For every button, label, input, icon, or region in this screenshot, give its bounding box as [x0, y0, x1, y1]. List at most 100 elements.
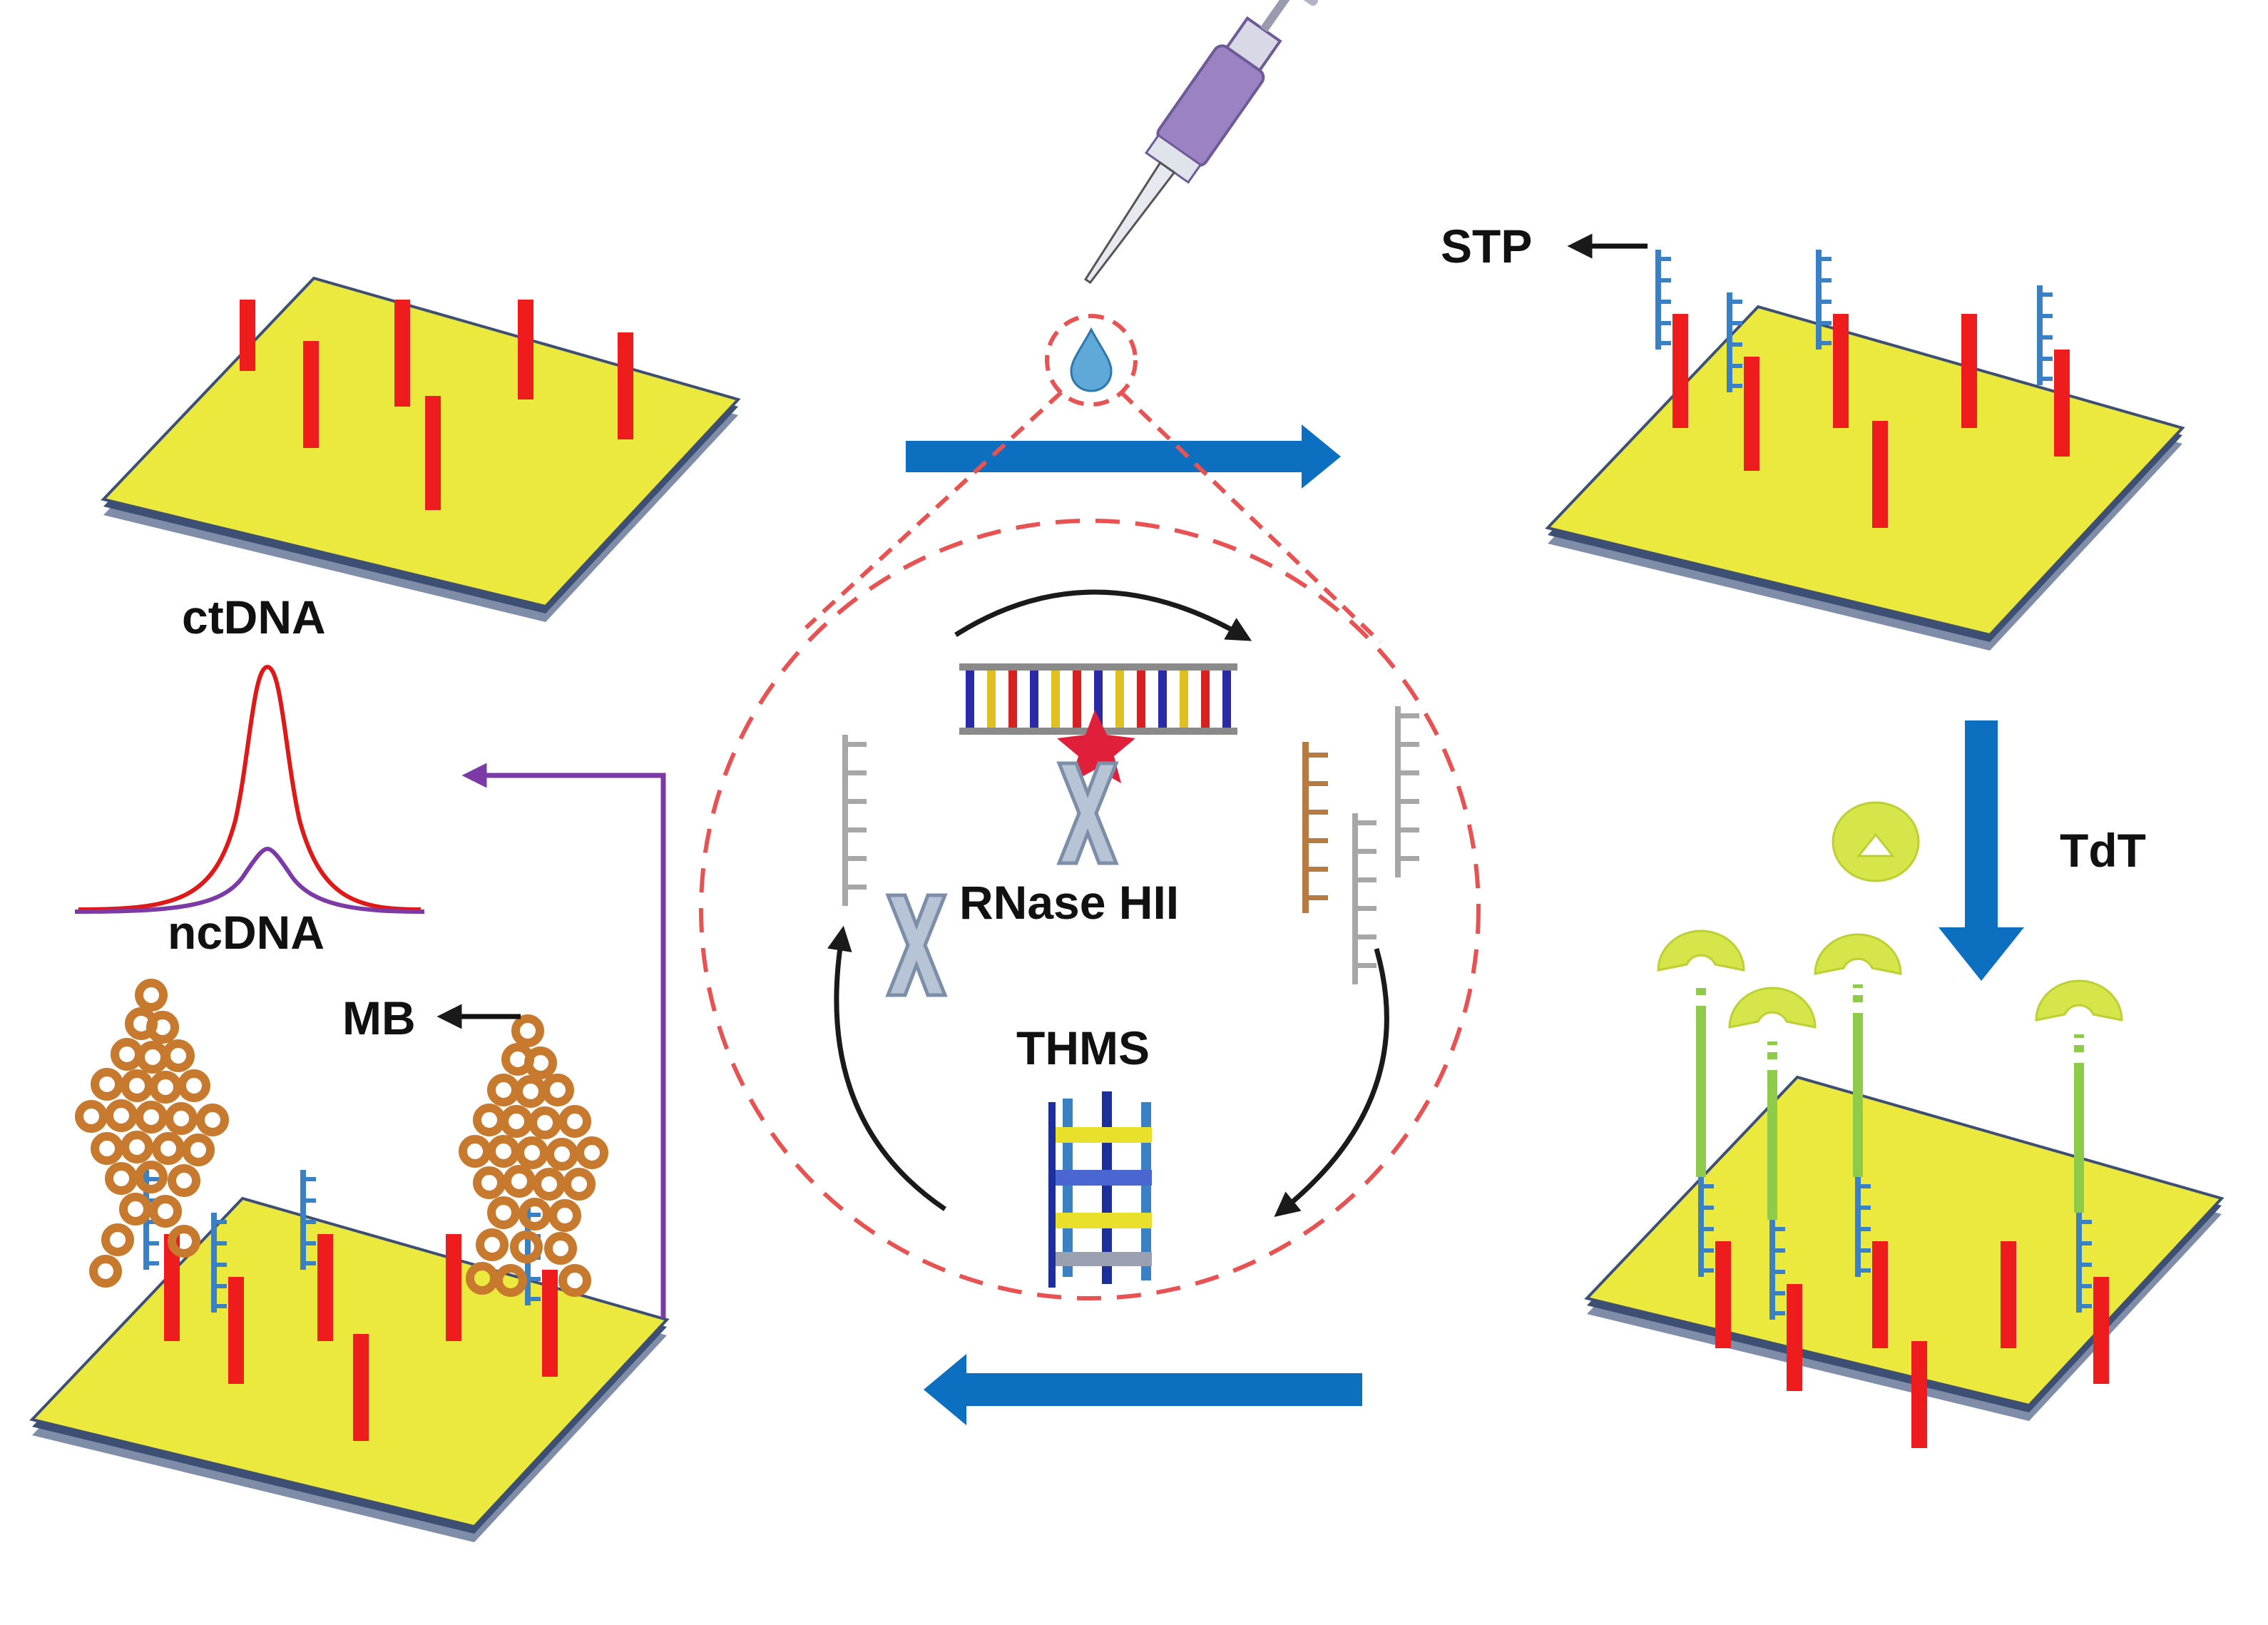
mb-bead-icon: [169, 1106, 193, 1131]
capture-probe: [2093, 1277, 2109, 1384]
capture-probe: [1872, 1241, 1888, 1348]
mb-bead-icon: [580, 1141, 604, 1165]
hairpin-probe: [842, 735, 867, 906]
electrode-panel-mb: MB: [29, 983, 670, 1542]
mb-bead-icon: [139, 983, 163, 1007]
mb-bead-icon: [516, 1019, 540, 1043]
reaction-zoom: RNase HII THMS: [699, 314, 1481, 1300]
hairpin-probe: [1352, 813, 1376, 984]
flow-arrow-left: [924, 1354, 1362, 1425]
zoom-circle: [699, 519, 1481, 1300]
hairpin-probe: [1395, 706, 1419, 877]
flow-arrow-right: [906, 424, 1341, 489]
mb-bead-icon: [550, 1142, 574, 1166]
mb-bead-icon: [567, 1172, 591, 1196]
electrode-panel-tdt: TdT: [1584, 801, 2224, 1448]
ctdna-label: ctDNA: [182, 591, 326, 643]
capture-probe: [1672, 314, 1688, 428]
capture-probe: [317, 1234, 333, 1341]
capture-probe: [618, 332, 633, 439]
stp-strand: [1655, 250, 1671, 350]
ncdna-label: ncDNA: [168, 906, 325, 959]
capture-probe: [2001, 1241, 2016, 1348]
mb-bead-icon: [528, 1051, 553, 1075]
mb-bead-icon: [533, 1111, 557, 1135]
mb-bead-icon: [480, 1233, 504, 1257]
mb-bead-icon: [537, 1172, 561, 1196]
capture-probe: [425, 396, 441, 510]
enzyme-tdt-icon: [1832, 801, 1920, 882]
mb-bead-icon: [166, 1044, 190, 1068]
mb-bead-icon: [153, 1199, 178, 1223]
mb-bead-icon: [150, 1015, 175, 1039]
droplet-icon: [1070, 327, 1113, 392]
mb-bead-icon: [553, 1203, 577, 1228]
capture-probe: [542, 1270, 558, 1377]
mb-bead-icon: [109, 1104, 133, 1128]
released-strand: [1302, 742, 1328, 913]
mb-label: MB: [342, 992, 416, 1044]
mb-bead-icon: [156, 1136, 180, 1161]
stp-label: STP: [1441, 220, 1532, 272]
mb-bead-icon: [519, 1079, 543, 1104]
mb-bead-icon: [125, 1074, 149, 1098]
mb-bead-icon: [106, 1228, 130, 1252]
capture-probe: [1911, 1341, 1927, 1448]
enzyme-tdt-icon: [1657, 929, 1745, 972]
capture-probe: [240, 300, 255, 371]
enzyme-rnase-hii-icon: [888, 895, 945, 995]
zoom-guide-line: [1119, 390, 1382, 644]
ctdna-curve: [78, 664, 422, 912]
signal-curves: ctDNA ncDNA: [74, 591, 425, 959]
thms-structure: [1048, 1091, 1152, 1288]
rnase-hii-label: RNase HII: [959, 876, 1179, 929]
readout-connector-arrow: [461, 763, 666, 1318]
mb-bead-icon: [95, 1136, 119, 1161]
capture-probe: [1787, 1284, 1802, 1391]
thms-label: THMS: [1016, 1022, 1150, 1074]
tdt-tail: [1696, 981, 2084, 1220]
mb-bead-icon: [504, 1109, 528, 1134]
mb-bead-icon: [172, 1229, 196, 1253]
enzyme-tdt-icon: [1814, 933, 1902, 975]
mb-bead-icon: [463, 1139, 487, 1163]
enzyme-tdt-icon: [2035, 979, 2123, 1022]
mb-bead-icon: [477, 1108, 501, 1132]
capture-probe: [394, 300, 410, 407]
capture-probe: [1872, 421, 1888, 528]
pipette-icon: [1083, 0, 1319, 285]
stp-strand: [2037, 285, 2053, 385]
enzyme-rnase-hii-icon: [1059, 763, 1116, 863]
mb-bead-icon: [200, 1108, 225, 1132]
mb-bead-icon: [491, 1139, 516, 1163]
capture-probe: [228, 1277, 244, 1384]
ncdna-curve: [74, 846, 425, 914]
capture-probe: [1715, 1241, 1731, 1348]
electrode-panel-stp: STP: [1441, 220, 2185, 651]
capture-probe: [1833, 314, 1849, 428]
enzyme-tdt-icon: [1728, 987, 1817, 1029]
capture-probe: [1961, 314, 1977, 428]
cycle-arrow: [827, 925, 946, 1211]
capture-probe: [164, 1234, 180, 1341]
cycle-arrow: [1274, 948, 1389, 1218]
mb-bead-icon: [153, 1075, 178, 1099]
mb-bead-icon: [79, 1104, 103, 1129]
capture-probe: [353, 1334, 369, 1441]
zoom-guide-line: [804, 390, 1063, 630]
capture-probe: [303, 341, 319, 448]
mb-bead-icon: [563, 1268, 587, 1293]
mb-bead-icon: [95, 1072, 119, 1096]
mb-bead-icon: [491, 1201, 516, 1225]
flow-arrow-down: [1938, 720, 2024, 981]
mb-bead-icon: [477, 1171, 501, 1195]
cycle-arrow: [954, 589, 1252, 641]
mb-bead-icon: [186, 1138, 210, 1162]
mb-bead-icon: [548, 1236, 573, 1260]
mb-bead-icon: [182, 1074, 206, 1098]
capture-probe: [518, 300, 533, 399]
mb-bead-icon: [141, 1045, 165, 1069]
mb-bead-icon: [115, 1042, 139, 1066]
mb-bead-icon: [491, 1078, 516, 1102]
